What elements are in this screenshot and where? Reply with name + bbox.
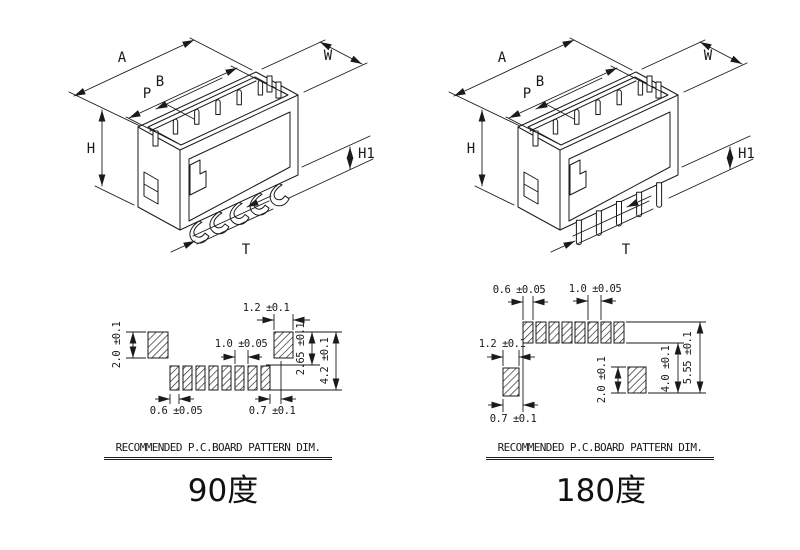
dim-overall-height: 4.2 ±0.1 <box>319 338 331 385</box>
pcb-pad <box>147 331 169 359</box>
dim-pad-pitch: 1.0 ±0.05 <box>215 338 268 350</box>
pcb-pad <box>627 366 647 394</box>
dim-overall-height: 5.55 ±0.1 <box>682 332 694 385</box>
pcb-pad <box>502 367 520 397</box>
pcb-pads <box>502 321 647 397</box>
pcb-pad <box>600 321 612 344</box>
left-pattern-caption: RECOMMENDED P.C.BOARD PATTERN DIM. <box>104 441 332 460</box>
pcb-pad <box>273 331 294 359</box>
end-tabs <box>532 75 662 147</box>
pcb-pad <box>522 321 534 344</box>
contact-pins <box>552 79 644 135</box>
dim-label-t: T <box>622 242 631 258</box>
dim-pad-pitch: 1.0 ±0.05 <box>569 283 622 295</box>
dim-label-h: H <box>467 141 475 157</box>
right-pattern-caption: RECOMMENDED P.C.BOARD PATTERN DIM. <box>486 441 714 460</box>
pcb-pad <box>234 365 245 391</box>
dim-label-p: P <box>523 86 531 102</box>
front-key-slot <box>569 159 587 196</box>
right-pattern-dimensions <box>487 295 706 412</box>
pcb-pads <box>147 331 294 391</box>
dim-label-h1: H1 <box>358 146 375 162</box>
polarization-notch <box>523 171 539 205</box>
pcb-pad <box>613 321 625 344</box>
pcb-pad <box>182 365 193 391</box>
dim-pad-width: 0.6 ±0.05 <box>493 284 546 296</box>
dim-pad-width: 0.6 ±0.05 <box>150 405 203 417</box>
connector-body <box>517 71 679 231</box>
contact-pins <box>172 79 264 135</box>
left-pcb-pattern: 2.0 ±0.1 1.2 ±0.1 1.0 ±0.05 2.65 ±0.1 4.… <box>111 302 342 417</box>
dim-label-b: B <box>156 74 164 90</box>
dim-label-p: P <box>143 86 151 102</box>
dim-end-offset: 0.7 ±0.1 <box>490 413 537 425</box>
dim-label-t: T <box>242 242 251 258</box>
pcb-pad <box>260 365 271 391</box>
left-connector-isometric: A B P W H H1 T <box>68 37 375 258</box>
pcb-pad <box>221 365 232 391</box>
dim-row-to-pad: 4.0 ±0.1 <box>660 346 672 393</box>
polarization-notch <box>143 171 159 205</box>
dim-label-w: W <box>704 48 713 64</box>
dim-corner-pad-width: 1.2 ±0.1 <box>479 338 526 350</box>
pcb-pad <box>169 365 180 391</box>
pcb-pad <box>195 365 206 391</box>
pcb-pad <box>208 365 219 391</box>
dim-label-a: A <box>118 50 127 66</box>
pcb-pad <box>561 321 573 344</box>
left-iso-dimensions <box>68 37 374 253</box>
dim-label-h1: H1 <box>738 146 755 162</box>
left-pattern-dimensions <box>126 314 342 404</box>
connector-body <box>137 71 299 231</box>
dim-row-to-pad: 2.65 ±0.1 <box>295 323 307 376</box>
front-key-slot <box>189 159 207 196</box>
left-angle-label: 90度 <box>187 473 259 509</box>
pcb-pad <box>587 321 599 344</box>
pcb-pad <box>535 321 547 344</box>
dim-corner-pad-width: 1.2 ±0.1 <box>243 302 290 314</box>
pcb-pad <box>574 321 586 344</box>
right-angle-label: 180度 <box>555 473 647 509</box>
dim-label-h: H <box>87 141 95 157</box>
pcb-pad <box>548 321 560 344</box>
dim-side-pad-height: 2.0 ±0.1 <box>111 322 123 369</box>
dim-label-a: A <box>498 50 507 66</box>
dim-label-b: B <box>536 74 544 90</box>
pcb-pad <box>247 365 258 391</box>
dim-end-offset: 0.7 ±0.1 <box>249 405 296 417</box>
end-tabs <box>152 75 282 147</box>
dim-side-pad-height: 2.0 ±0.1 <box>596 357 608 404</box>
right-iso-dimensions <box>448 37 754 253</box>
smt-hook-leads <box>189 183 290 244</box>
straight-leads <box>575 182 663 246</box>
dim-label-w: W <box>324 48 333 64</box>
right-pcb-pattern: 0.6 ±0.05 1.0 ±0.05 1.2 ±0.1 0.7 ±0.1 2.… <box>479 283 706 425</box>
right-connector-isometric: A B P W H H1 T <box>448 37 755 258</box>
